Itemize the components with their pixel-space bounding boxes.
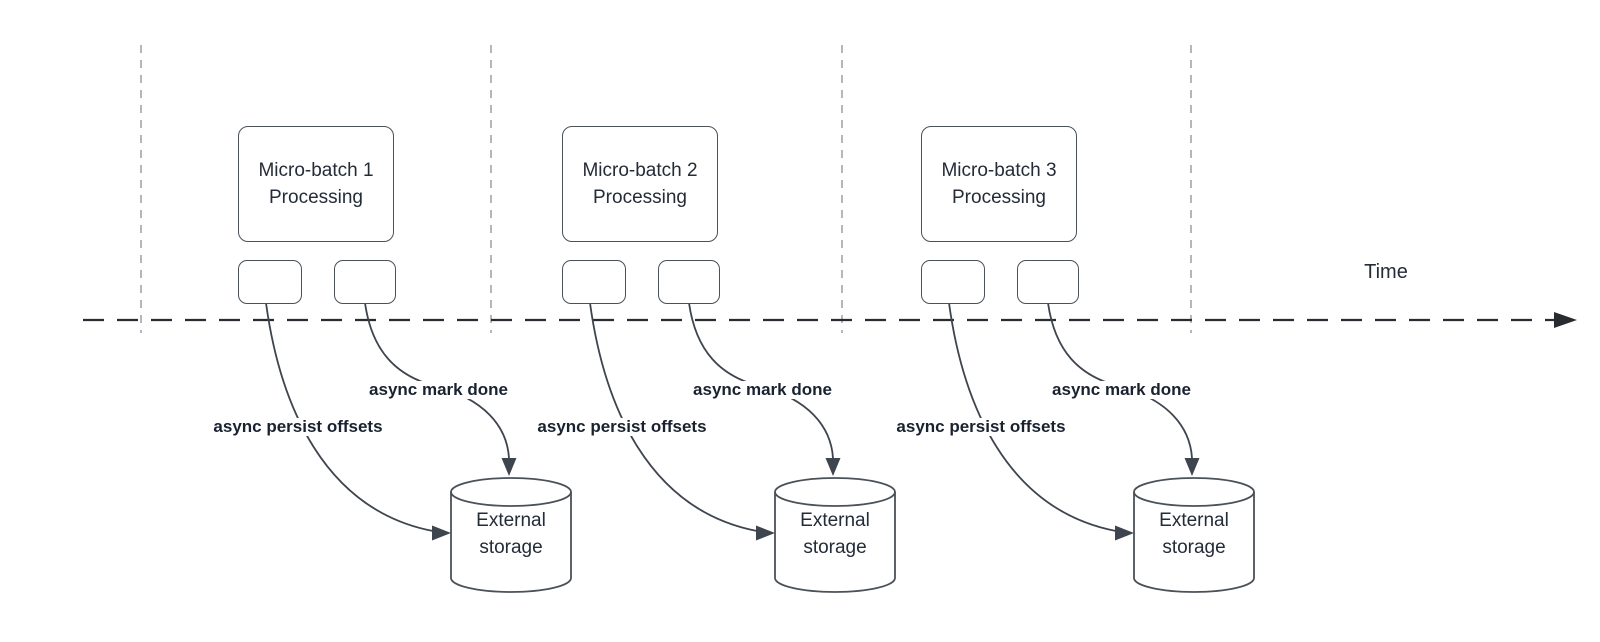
persist-offsets-arrowhead-icon bbox=[756, 525, 775, 541]
cylinder-rim-arc bbox=[1133, 491, 1255, 507]
micro-batch-2-done-task-box bbox=[658, 260, 720, 304]
external-storage-label: External storage bbox=[1135, 507, 1253, 561]
external-storage-label-line2: storage bbox=[479, 537, 543, 558]
time-axis-label: Time bbox=[1364, 261, 1408, 283]
group-3-shapes bbox=[948, 302, 1255, 593]
persist-offsets-curve bbox=[265, 302, 434, 532]
external-storage-cylinder bbox=[774, 477, 896, 593]
micro-batch-2-offset-task-box bbox=[562, 260, 626, 304]
time-axis-arrowhead-icon bbox=[1554, 312, 1577, 328]
micro-batch-1-done-task-box bbox=[334, 260, 396, 304]
external-storage-label-line1: External bbox=[800, 510, 870, 531]
external-storage-cylinder bbox=[1133, 477, 1255, 593]
cylinder-rim-arc bbox=[450, 491, 572, 507]
persist-offsets-curve bbox=[948, 302, 1117, 532]
micro-batch-3-title-line2: Processing bbox=[952, 187, 1046, 208]
mark-done-arrowhead-icon bbox=[825, 458, 841, 476]
mark-done-label: async mark done bbox=[368, 380, 509, 399]
micro-batch-1-node: Micro-batch 1 Processing bbox=[238, 126, 394, 242]
micro-batch-3-title-line1: Micro-batch 3 bbox=[941, 160, 1057, 181]
cylinder-rim-arc bbox=[774, 491, 896, 507]
micro-batch-1-offset-task-box bbox=[238, 260, 302, 304]
micro-batch-3-done-task-box bbox=[1017, 260, 1079, 304]
micro-batch-3-node: Micro-batch 3 Processing bbox=[921, 126, 1077, 242]
persist-offsets-arrowhead-icon bbox=[432, 525, 451, 541]
micro-batch-1-title-line1: Micro-batch 1 bbox=[258, 160, 374, 181]
mark-done-arrowhead-icon bbox=[501, 458, 517, 476]
micro-batch-2-title-line1: Micro-batch 2 bbox=[582, 160, 698, 181]
micro-batch-3-offset-task-box bbox=[921, 260, 985, 304]
mark-done-label: async mark done bbox=[692, 380, 833, 399]
external-storage-label: External storage bbox=[776, 507, 894, 561]
external-storage-cylinder bbox=[450, 477, 572, 593]
group-1-shapes bbox=[265, 302, 572, 593]
micro-batch-1-title-line2: Processing bbox=[269, 187, 363, 208]
persist-offsets-arrowhead-icon bbox=[1115, 525, 1134, 541]
mark-done-arrowhead-icon bbox=[1184, 458, 1200, 476]
external-storage-label-line2: storage bbox=[1162, 537, 1226, 558]
external-storage-label-line1: External bbox=[1159, 510, 1229, 531]
micro-batch-2-title-line2: Processing bbox=[593, 187, 687, 208]
micro-batch-2-node: Micro-batch 2 Processing bbox=[562, 126, 718, 242]
external-storage-label: External storage bbox=[452, 507, 570, 561]
external-storage-label-line1: External bbox=[476, 510, 546, 531]
external-storage-label-line2: storage bbox=[803, 537, 867, 558]
persist-offsets-label: async persist offsets bbox=[524, 418, 720, 436]
persist-offsets-label: async persist offsets bbox=[200, 418, 396, 436]
mark-done-label: async mark done bbox=[1051, 380, 1192, 399]
persist-offsets-curve bbox=[589, 302, 758, 532]
group-2-shapes bbox=[589, 302, 896, 593]
persist-offsets-label: async persist offsets bbox=[883, 418, 1079, 436]
